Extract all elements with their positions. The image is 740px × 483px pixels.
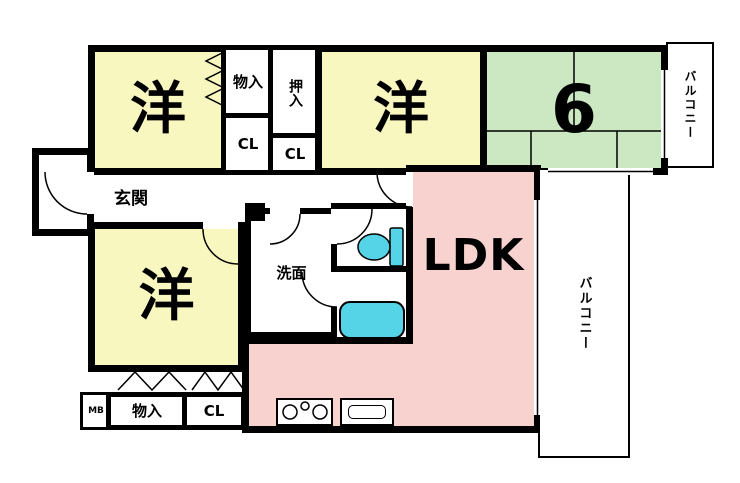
balcony-label: バルコニー <box>576 275 592 351</box>
washroom-label: 洗面 <box>276 263 307 282</box>
storage-label: 物入 <box>232 73 263 91</box>
storage-top: 物入 <box>221 45 275 120</box>
folding-door-zigzag-closet <box>191 370 245 392</box>
closet-top: CL <box>221 113 275 175</box>
balcony-right: バルコニー <box>538 168 630 458</box>
entrance-alcove <box>32 148 94 236</box>
room-western-top-left: 洋 <box>88 45 228 175</box>
sink-basin-icon <box>348 405 386 419</box>
folding-door-zigzag-storage <box>117 370 187 392</box>
oshiire-label: 押入 <box>287 78 303 107</box>
toilet-room <box>331 203 413 273</box>
bathroom <box>331 266 413 348</box>
ldk-label: LDK <box>422 230 525 281</box>
room-label: 洋 <box>138 264 195 329</box>
balcony-label: バルコニー <box>683 70 697 140</box>
closet-mid: CL <box>268 133 322 175</box>
balcony-top-right: バルコニー <box>666 42 714 168</box>
kitchen-sink-icon <box>340 398 394 426</box>
room-label: 洋 <box>130 77 186 142</box>
oshiire-closet: 押入 <box>268 45 322 140</box>
storage-label: 物入 <box>131 401 162 420</box>
closet-bottom: CL <box>182 392 246 430</box>
washroom: 洗面 <box>245 208 338 338</box>
room-western-top-mid: 洋 <box>315 45 487 175</box>
closet-label: CL <box>237 134 259 153</box>
room-western-bottom: 洋 <box>88 222 245 372</box>
room-label: 6 <box>551 71 597 148</box>
storage-bottom: 物入 <box>106 392 188 430</box>
stove-icon <box>276 398 333 426</box>
meter-box-label: MB <box>88 405 104 416</box>
room-tatami-6: 6 <box>480 45 668 175</box>
closet-label: CL <box>203 401 225 420</box>
entrance-hall: 玄関 <box>96 176 246 222</box>
closet-label: CL <box>284 144 306 163</box>
entrance-label: 玄関 <box>114 188 148 209</box>
room-label: 洋 <box>373 77 429 142</box>
